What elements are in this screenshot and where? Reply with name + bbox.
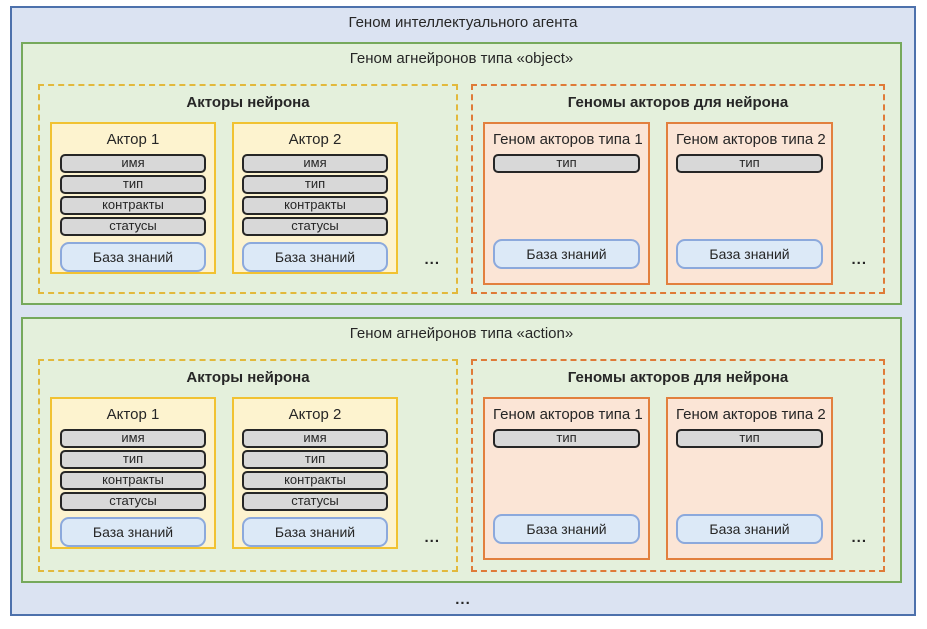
genome-field-type: тип bbox=[493, 154, 640, 173]
section-title: Геном агнейронов типа «object» bbox=[349, 50, 574, 67]
spacer bbox=[493, 175, 640, 239]
actor-card: Актор 1 имя тип контракты статусы База з… bbox=[50, 397, 216, 549]
actor-card: Актор 2 имя тип контракты статусы База з… bbox=[232, 122, 398, 274]
genome-field-type: тип bbox=[493, 429, 640, 448]
actor-card: Актор 1 имя тип контракты статусы База з… bbox=[50, 122, 216, 274]
knowledge-base-box: База знаний bbox=[676, 514, 823, 544]
actor-card-title: Актор 1 bbox=[106, 131, 160, 148]
agent-genome-box: Геном интеллектуального агента Геном агн… bbox=[10, 6, 916, 616]
actor-field-name: имя bbox=[60, 429, 206, 448]
genome-card-title: Геном акторов типа 1 bbox=[493, 406, 643, 423]
spacer bbox=[493, 450, 640, 514]
actors-group: Акторы нейрона Актор 1 имя тип контракты… bbox=[38, 359, 458, 572]
spacer bbox=[676, 450, 823, 514]
actor-card-title: Актор 1 bbox=[106, 406, 160, 423]
actor-card-title: Актор 2 bbox=[288, 131, 342, 148]
knowledge-base-box: База знаний bbox=[676, 239, 823, 269]
genome-card-title: Геном акторов типа 2 bbox=[676, 406, 826, 423]
actor-field-name: имя bbox=[242, 429, 388, 448]
actor-field-statuses: статусы bbox=[60, 492, 206, 511]
actor-field-contracts: контракты bbox=[242, 471, 388, 490]
genome-card-title: Геном акторов типа 2 bbox=[676, 131, 826, 148]
actor-field-contracts: контракты bbox=[60, 471, 206, 490]
knowledge-base-box: База знаний bbox=[493, 239, 640, 269]
more-genomes-ellipsis: ... bbox=[851, 251, 867, 268]
actor-card-title: Актор 2 bbox=[288, 406, 342, 423]
actor-cards-row: Актор 1 имя тип контракты статусы База з… bbox=[40, 112, 456, 274]
groups-row: Акторы нейрона Актор 1 имя тип контракты… bbox=[38, 359, 885, 572]
more-sections-ellipsis: ... bbox=[455, 591, 471, 608]
actor-field-name: имя bbox=[60, 154, 206, 173]
genomes-group-title: Геномы акторов для нейрона bbox=[567, 369, 789, 386]
genome-card-title: Геном акторов типа 1 bbox=[493, 131, 643, 148]
genome-cards-row: Геном акторов типа 1 тип База знаний Ген… bbox=[473, 387, 883, 560]
genome-field-type: тип bbox=[676, 429, 823, 448]
actors-group: Акторы нейрона Актор 1 имя тип контракты… bbox=[38, 84, 458, 294]
knowledge-base-box: База знаний bbox=[60, 242, 206, 272]
more-actors-ellipsis: ... bbox=[424, 529, 440, 546]
groups-row: Акторы нейрона Актор 1 имя тип контракты… bbox=[38, 84, 885, 294]
section-action-genome: Геном агнейронов типа «action» Акторы не… bbox=[21, 317, 902, 583]
knowledge-base-box: База знаний bbox=[242, 242, 388, 272]
genomes-group: Геномы акторов для нейрона Геном акторов… bbox=[471, 359, 885, 572]
genomes-group-title: Геномы акторов для нейрона bbox=[567, 94, 789, 111]
actor-field-name: имя bbox=[242, 154, 388, 173]
more-genomes-ellipsis: ... bbox=[851, 529, 867, 546]
actor-field-statuses: статусы bbox=[242, 492, 388, 511]
actors-group-title: Акторы нейрона bbox=[186, 369, 310, 386]
genome-field-type: тип bbox=[676, 154, 823, 173]
actors-group-title: Акторы нейрона bbox=[186, 94, 310, 111]
more-actors-ellipsis: ... bbox=[424, 251, 440, 268]
genome-card: Геном акторов типа 2 тип База знаний bbox=[666, 122, 833, 285]
genome-card: Геном акторов типа 1 тип База знаний bbox=[483, 397, 650, 560]
actor-field-type: тип bbox=[242, 175, 388, 194]
agent-genome-title: Геном интеллектуального агента bbox=[348, 14, 578, 31]
genomes-group: Геномы акторов для нейрона Геном акторов… bbox=[471, 84, 885, 294]
knowledge-base-box: База знаний bbox=[493, 514, 640, 544]
actor-field-statuses: статусы bbox=[60, 217, 206, 236]
actor-card: Актор 2 имя тип контракты статусы База з… bbox=[232, 397, 398, 549]
actor-field-type: тип bbox=[60, 175, 206, 194]
genome-cards-row: Геном акторов типа 1 тип База знаний Ген… bbox=[473, 112, 883, 285]
spacer bbox=[676, 175, 823, 239]
knowledge-base-box: База знаний bbox=[242, 517, 388, 547]
actor-field-type: тип bbox=[60, 450, 206, 469]
actor-cards-row: Актор 1 имя тип контракты статусы База з… bbox=[40, 387, 456, 549]
actor-field-contracts: контракты bbox=[60, 196, 206, 215]
actor-field-type: тип bbox=[242, 450, 388, 469]
genome-card: Геном акторов типа 2 тип База знаний bbox=[666, 397, 833, 560]
actor-field-contracts: контракты bbox=[242, 196, 388, 215]
section-title: Геном агнейронов типа «action» bbox=[349, 325, 574, 342]
section-object-genome: Геном агнейронов типа «object» Акторы не… bbox=[21, 42, 902, 305]
genome-card: Геном акторов типа 1 тип База знаний bbox=[483, 122, 650, 285]
knowledge-base-box: База знаний bbox=[60, 517, 206, 547]
actor-field-statuses: статусы bbox=[242, 217, 388, 236]
